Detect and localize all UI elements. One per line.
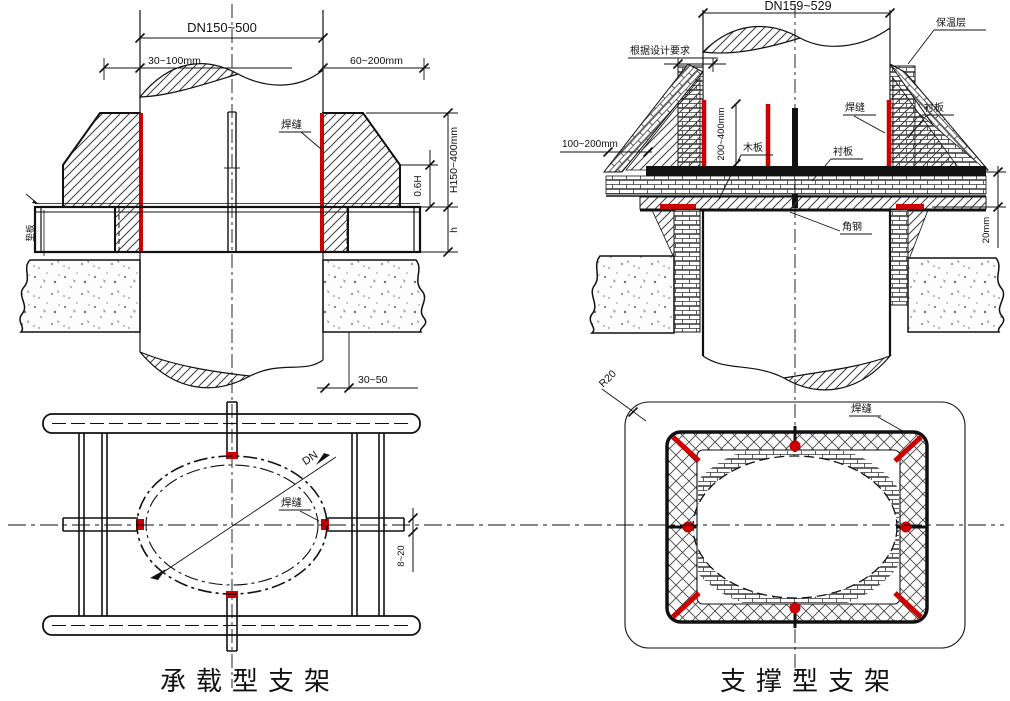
pipe-break-line (249, 359, 324, 377)
wood-label: 木板 (743, 141, 763, 154)
weld-label: 焊缝 (281, 496, 302, 509)
leader-line (789, 211, 841, 232)
caption-right: 支撑型支架 (720, 667, 900, 696)
weld-mark (900, 521, 912, 533)
angle-steel-label: 角钢 (842, 220, 862, 233)
liner-ring (698, 451, 899, 603)
concrete-slab (19, 259, 141, 333)
insulation-label: 保温层 (936, 16, 966, 29)
leader-line (907, 29, 935, 65)
radius-label: R20 (597, 368, 619, 390)
pipe-break-line (702, 355, 785, 379)
stub-plate (226, 401, 238, 456)
support-lug (322, 112, 401, 253)
dim-height-ratio: 0.6H (413, 175, 424, 196)
weld-mark (671, 591, 701, 619)
weld-mark (893, 591, 923, 619)
diameter-line (161, 456, 337, 574)
leader-line (601, 388, 647, 422)
pad-plate-label: 垫板 (25, 224, 35, 242)
dim-height: H150~400mm (448, 127, 460, 193)
weld-mark (136, 519, 144, 530)
concrete-slab (322, 259, 427, 333)
dim-board-thickness: 20mm (981, 217, 992, 243)
liner-ramp (602, 63, 704, 173)
pipe-break (701, 26, 802, 54)
liner-board (605, 175, 987, 195)
pipe-break (139, 351, 252, 389)
left-plan-view: DN 焊缝 8~20 (42, 401, 421, 652)
wedge (907, 209, 929, 263)
wedge (625, 76, 701, 171)
dim-dn: DN159~529 (764, 0, 831, 13)
weld-mark (789, 440, 801, 452)
dim-plate-height: 200~400mm (716, 107, 727, 160)
weld-label: 焊缝 (845, 101, 865, 114)
dim-thickness: 8~20 (396, 545, 407, 566)
liner-label: 衬板 (924, 101, 944, 114)
dim-beam-height: h (448, 227, 460, 233)
weld-mark (893, 435, 923, 463)
pipe-break (782, 354, 892, 391)
insulation-column (673, 209, 701, 333)
flange-beam (42, 413, 421, 434)
pipe-break-line (799, 27, 891, 47)
dim-overhang: 100~200mm (562, 139, 618, 150)
dim-bottom-gap: 30~50 (358, 374, 388, 386)
weld-label: 焊缝 (281, 118, 302, 131)
weld-mark (896, 204, 924, 209)
weld-mark (671, 435, 701, 463)
leader-line (811, 158, 832, 182)
support-lug (62, 112, 141, 253)
leader-line (300, 131, 322, 150)
weld-mark (789, 602, 801, 614)
left-section-view: DN150~500 30~100mm 60~200mm H150~400mm 0… (19, 4, 460, 688)
right-plan-view: R20 焊缝 (597, 368, 966, 649)
leader-line (907, 115, 927, 139)
leader-line (877, 416, 907, 434)
stub-plate (326, 517, 405, 532)
steel-board (646, 166, 986, 176)
dim-dn: DN150~500 (187, 20, 257, 35)
stub-plate (62, 517, 138, 532)
weld-mark (321, 519, 329, 530)
dn-label: DN (300, 449, 320, 468)
insulation-column (889, 209, 909, 306)
design-req-label: 根据设计要求 (630, 44, 690, 57)
dim-offset-right: 60~200mm (350, 55, 403, 67)
concrete-slab (907, 257, 1005, 333)
pipe-break (138, 63, 240, 98)
dim-offset-left: 30~100mm (148, 55, 201, 67)
leader-line (299, 510, 320, 522)
stub-plate (226, 594, 238, 652)
caption-left: 承载型支架 (160, 667, 340, 696)
pipe-break-line (237, 69, 324, 86)
wedge (892, 76, 961, 171)
weld-mark (682, 521, 694, 533)
liner-label: 衬板 (833, 145, 853, 158)
flange-beam (42, 615, 421, 636)
wedge (651, 209, 675, 259)
weld-label: 焊缝 (851, 402, 872, 415)
leader-line (853, 115, 886, 134)
concrete-slab (589, 255, 675, 334)
weld-mark (660, 204, 696, 209)
right-section-view: DN159~529 根据设计要求 保温层 焊缝 衬板 衬板 木板 角钢 100~… (560, 0, 1006, 682)
